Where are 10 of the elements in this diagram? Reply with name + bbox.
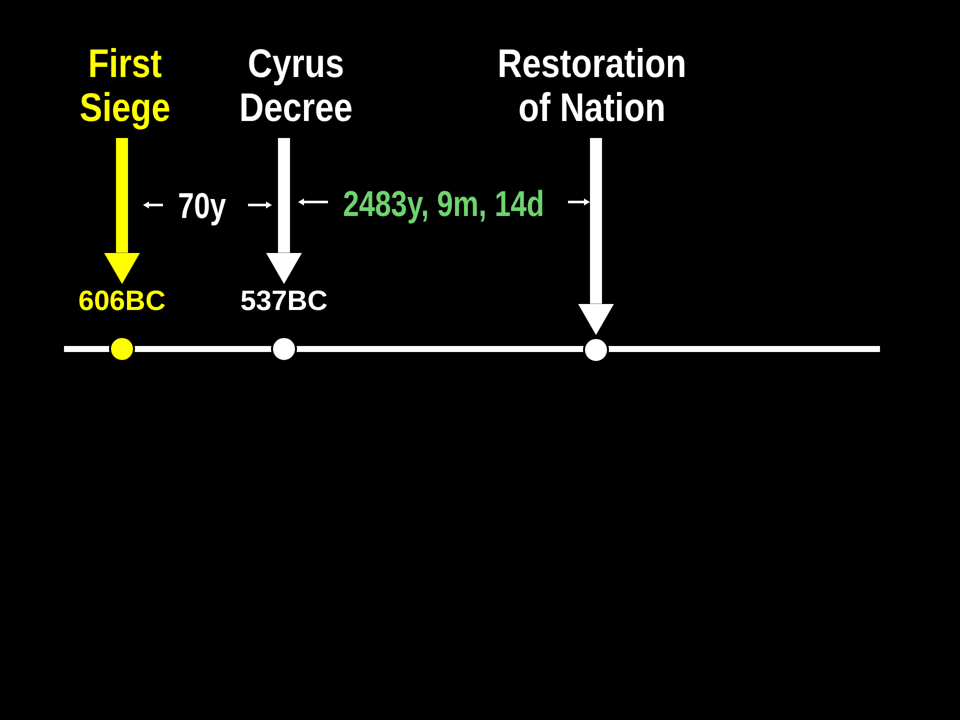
arrow bbox=[104, 138, 140, 284]
event-title: Restoration of Nation bbox=[496, 42, 688, 130]
date-label: 537BC bbox=[239, 286, 329, 316]
date-label: 606BC bbox=[77, 286, 167, 316]
duration-label: 2483y, 9m, 14d bbox=[343, 182, 544, 226]
event-title: First Siege bbox=[78, 42, 172, 130]
event-title: Cyrus Decree bbox=[238, 42, 354, 130]
arrow bbox=[266, 138, 302, 284]
duration-label: 70y bbox=[178, 184, 226, 228]
arrow bbox=[578, 138, 614, 335]
